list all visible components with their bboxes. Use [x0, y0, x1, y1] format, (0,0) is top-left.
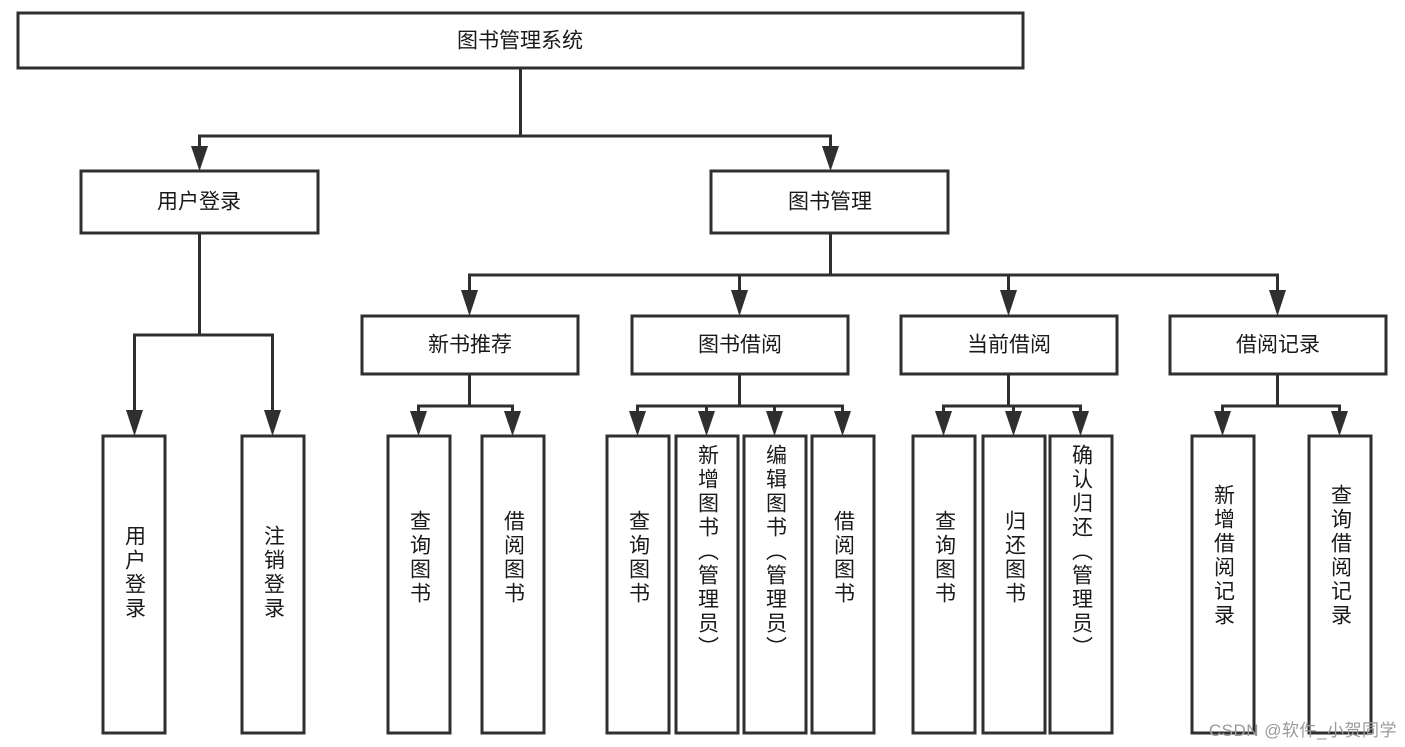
leaf-cur-return-book-box[interactable] [981, 434, 1047, 735]
leaf-logout-box[interactable] [240, 434, 306, 735]
node-user-login-box[interactable] [79, 169, 320, 235]
node-current-borrow-box[interactable] [899, 314, 1119, 376]
node-new-book-recommend-label: 新书推荐 [428, 334, 512, 357]
arrow-head-icon [834, 411, 851, 436]
node-user-login[interactable]: 用户登录 [79, 169, 320, 235]
arrow-head-icon [1005, 411, 1022, 436]
node-borrow-record-box[interactable] [1168, 314, 1388, 376]
leaf-cur-confirm-return-box[interactable] [1048, 434, 1114, 735]
arrow-head-icon [731, 290, 748, 316]
node-new-book-recommend-box[interactable] [360, 314, 580, 376]
node-book-borrow[interactable]: 图书借阅 [630, 314, 850, 376]
node-root[interactable]: 图书管理系统 [16, 11, 1025, 70]
leaf-bb-borrow-book-box[interactable] [810, 434, 876, 735]
leaf-cur-query-book-box[interactable] [911, 434, 977, 735]
arrow-head-icon [126, 410, 143, 436]
node-root-label: 图书管理系统 [457, 30, 583, 53]
arrow-head-icon [264, 410, 281, 436]
arrow-head-icon [822, 146, 839, 171]
node-borrow-record[interactable]: 借阅记录 [1168, 314, 1388, 376]
leaf-nb-query-book-box[interactable] [386, 434, 452, 735]
edge-userlogin-to-leaves [126, 231, 281, 436]
edge-current-to-leaves [935, 372, 1089, 436]
leaf-rec-query-record-box[interactable] [1307, 434, 1373, 735]
node-current-borrow-label: 当前借阅 [967, 334, 1051, 357]
arrow-head-icon [766, 411, 783, 436]
node-root-box[interactable] [16, 11, 1025, 70]
node-new-book-recommend[interactable]: 新书推荐 [360, 314, 580, 376]
arrow-head-icon [1331, 411, 1348, 436]
edge-newbook-to-leaves [410, 372, 521, 436]
node-current-borrow[interactable]: 当前借阅 [899, 314, 1119, 376]
node-book-management-label: 图书管理 [788, 191, 872, 214]
edge-record-to-leaves [1214, 372, 1348, 436]
leaf-nb-borrow-book-box[interactable] [480, 434, 546, 735]
node-book-borrow-label: 图书借阅 [698, 334, 782, 357]
leaf-rec-add-record-box[interactable] [1190, 434, 1256, 735]
leaf-bb-query-book-box[interactable] [605, 434, 671, 735]
leaf-user-login-box[interactable] [101, 434, 167, 735]
arrow-head-icon [461, 290, 478, 316]
node-user-login-label: 用户登录 [157, 191, 241, 214]
node-book-management-box[interactable] [709, 169, 950, 235]
arrow-head-icon [191, 146, 208, 171]
arrow-head-icon [1000, 290, 1017, 316]
csdn-watermark: CSDN @软件_小贺同学 [1208, 721, 1397, 740]
edge-borrow-to-leaves [629, 372, 851, 436]
edge-root-to-level1 [191, 66, 839, 171]
leaf-bb-edit-book-box[interactable] [742, 434, 808, 735]
node-book-borrow-box[interactable] [630, 314, 850, 376]
arrow-head-icon [935, 411, 952, 436]
leaf-bb-add-book-box[interactable] [674, 434, 740, 735]
arrow-head-icon [410, 411, 427, 436]
arrow-head-icon [629, 411, 646, 436]
edge-bookmgmt-to-level2 [461, 231, 1286, 316]
arrow-head-icon [1072, 411, 1089, 436]
node-book-management[interactable]: 图书管理 [709, 169, 950, 235]
arrow-head-icon [1214, 411, 1231, 436]
arrow-head-icon [504, 411, 521, 436]
node-borrow-record-label: 借阅记录 [1236, 334, 1320, 357]
arrow-head-icon [698, 411, 715, 436]
arrow-head-icon [1269, 290, 1286, 316]
